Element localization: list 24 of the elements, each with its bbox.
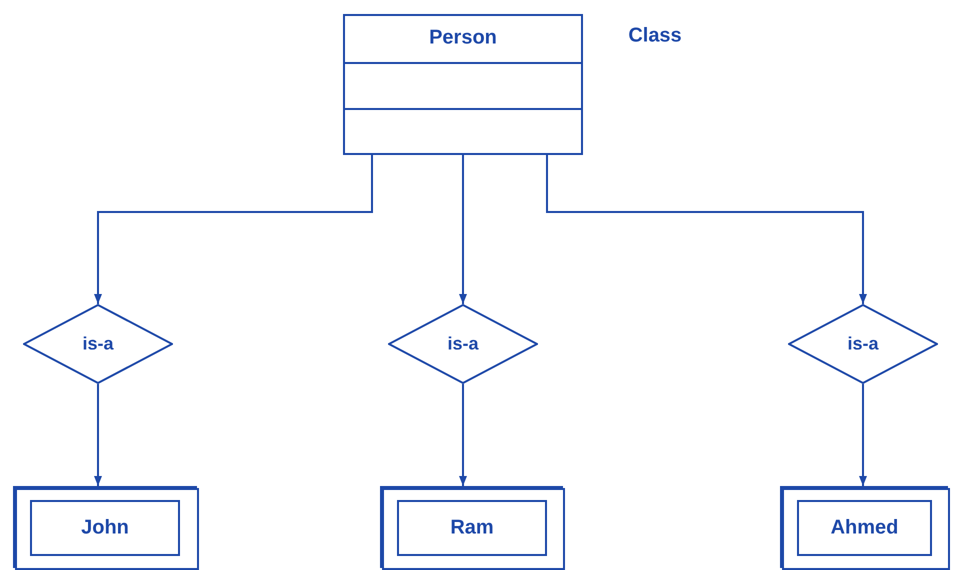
connector-arrow <box>859 384 867 486</box>
connector-arrow <box>546 155 867 304</box>
connector-arrow <box>459 155 467 304</box>
entity-name: John <box>81 516 129 540</box>
relationship-label: is-a <box>847 334 879 354</box>
entity-box <box>13 486 197 568</box>
relationship-label: is-a <box>447 334 479 354</box>
entity-box <box>397 500 547 556</box>
entity-box <box>30 500 180 556</box>
stereotype-label: Class <box>628 24 682 48</box>
entity-box <box>780 486 948 568</box>
entity-box <box>797 500 932 556</box>
class-box <box>343 14 583 155</box>
connector-arrow <box>94 384 102 486</box>
relationship-diamond <box>788 304 938 384</box>
connector-arrow <box>459 384 467 486</box>
entity-name: Ram <box>450 516 494 540</box>
relationship-diamond <box>388 304 538 384</box>
relationship-diamond <box>23 304 173 384</box>
relationship-label: is-a <box>82 334 114 354</box>
entity-name: Ahmed <box>830 516 898 540</box>
connector-arrow <box>94 155 373 304</box>
class-name: Person <box>429 26 497 50</box>
entity-box <box>380 486 563 568</box>
